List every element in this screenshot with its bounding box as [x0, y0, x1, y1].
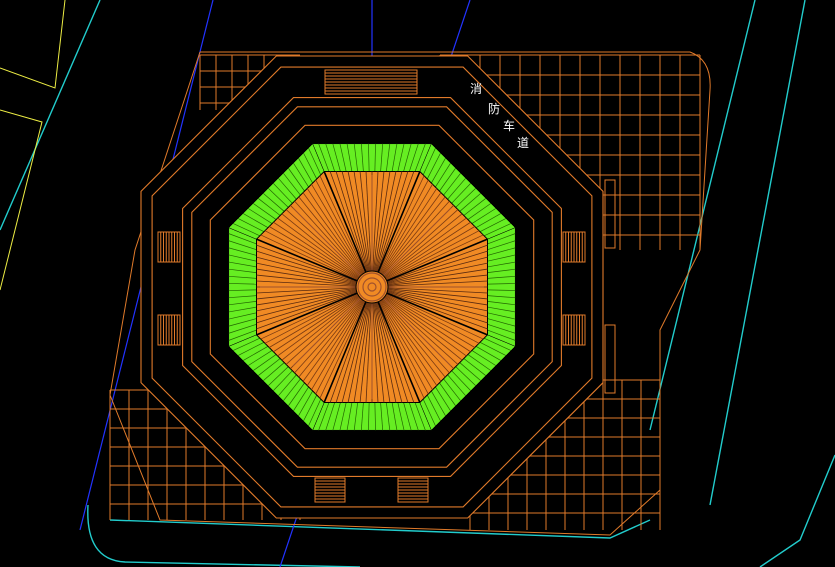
- stair-south-right: [397, 477, 429, 503]
- fire-lane-char-3: 车: [503, 119, 516, 133]
- eave-segment: [419, 143, 516, 240]
- octagonal-roof: [256, 171, 488, 403]
- roof-panel: [329, 171, 415, 288]
- stair-north: [324, 69, 418, 95]
- outer-platform-inner-edge: [151, 66, 593, 508]
- roof-center-ridge: [292, 286, 373, 367]
- eave-segment: [419, 334, 516, 431]
- roof-center-ridge: [371, 207, 452, 288]
- roof-hip-ridge: [323, 286, 373, 403]
- east-planter-upper: [604, 179, 616, 249]
- eave-segment: [487, 227, 516, 347]
- roof-hip-ridge: [371, 238, 488, 288]
- roof-panel: [260, 175, 373, 288]
- roof-panel: [256, 244, 373, 330]
- roof-hip-ridge: [323, 171, 373, 288]
- roof-apex: [355, 270, 389, 304]
- east-planter-lower: [604, 324, 616, 394]
- stair-west-upper: [157, 231, 181, 263]
- eave-segment: [228, 334, 325, 431]
- fire-lane-char-1: 消: [470, 82, 483, 96]
- stair-south-left: [314, 477, 346, 503]
- green-eaves: [228, 143, 516, 431]
- roof-hip-ridge: [371, 286, 421, 403]
- roof-hip-ridge: [371, 286, 488, 336]
- building-footprint: [209, 124, 535, 450]
- fire-lane-char-2: 防: [488, 102, 501, 116]
- roof-center-ridge: [292, 207, 373, 288]
- terrace-ring-inner: [191, 106, 553, 468]
- eave-segment: [312, 402, 432, 431]
- boundary-yellow: [0, 0, 66, 291]
- stair-west-lower: [157, 314, 181, 346]
- roof-panel: [371, 175, 484, 288]
- roof-center-ridge: [371, 286, 452, 367]
- roof-panel: [260, 286, 373, 399]
- eave-segment: [228, 227, 257, 347]
- roof-hip-ridge: [371, 171, 421, 288]
- roof-hip-ridge: [256, 286, 373, 336]
- stair-east-lower: [562, 314, 586, 346]
- stairs: [157, 69, 616, 503]
- site-outline: [109, 51, 711, 536]
- roof-hip-ridge: [256, 238, 373, 288]
- fire-lane-char-4: 道: [517, 136, 530, 150]
- eave-segment: [312, 143, 432, 172]
- roof-finial: [357, 272, 387, 302]
- stair-east-upper: [562, 231, 586, 263]
